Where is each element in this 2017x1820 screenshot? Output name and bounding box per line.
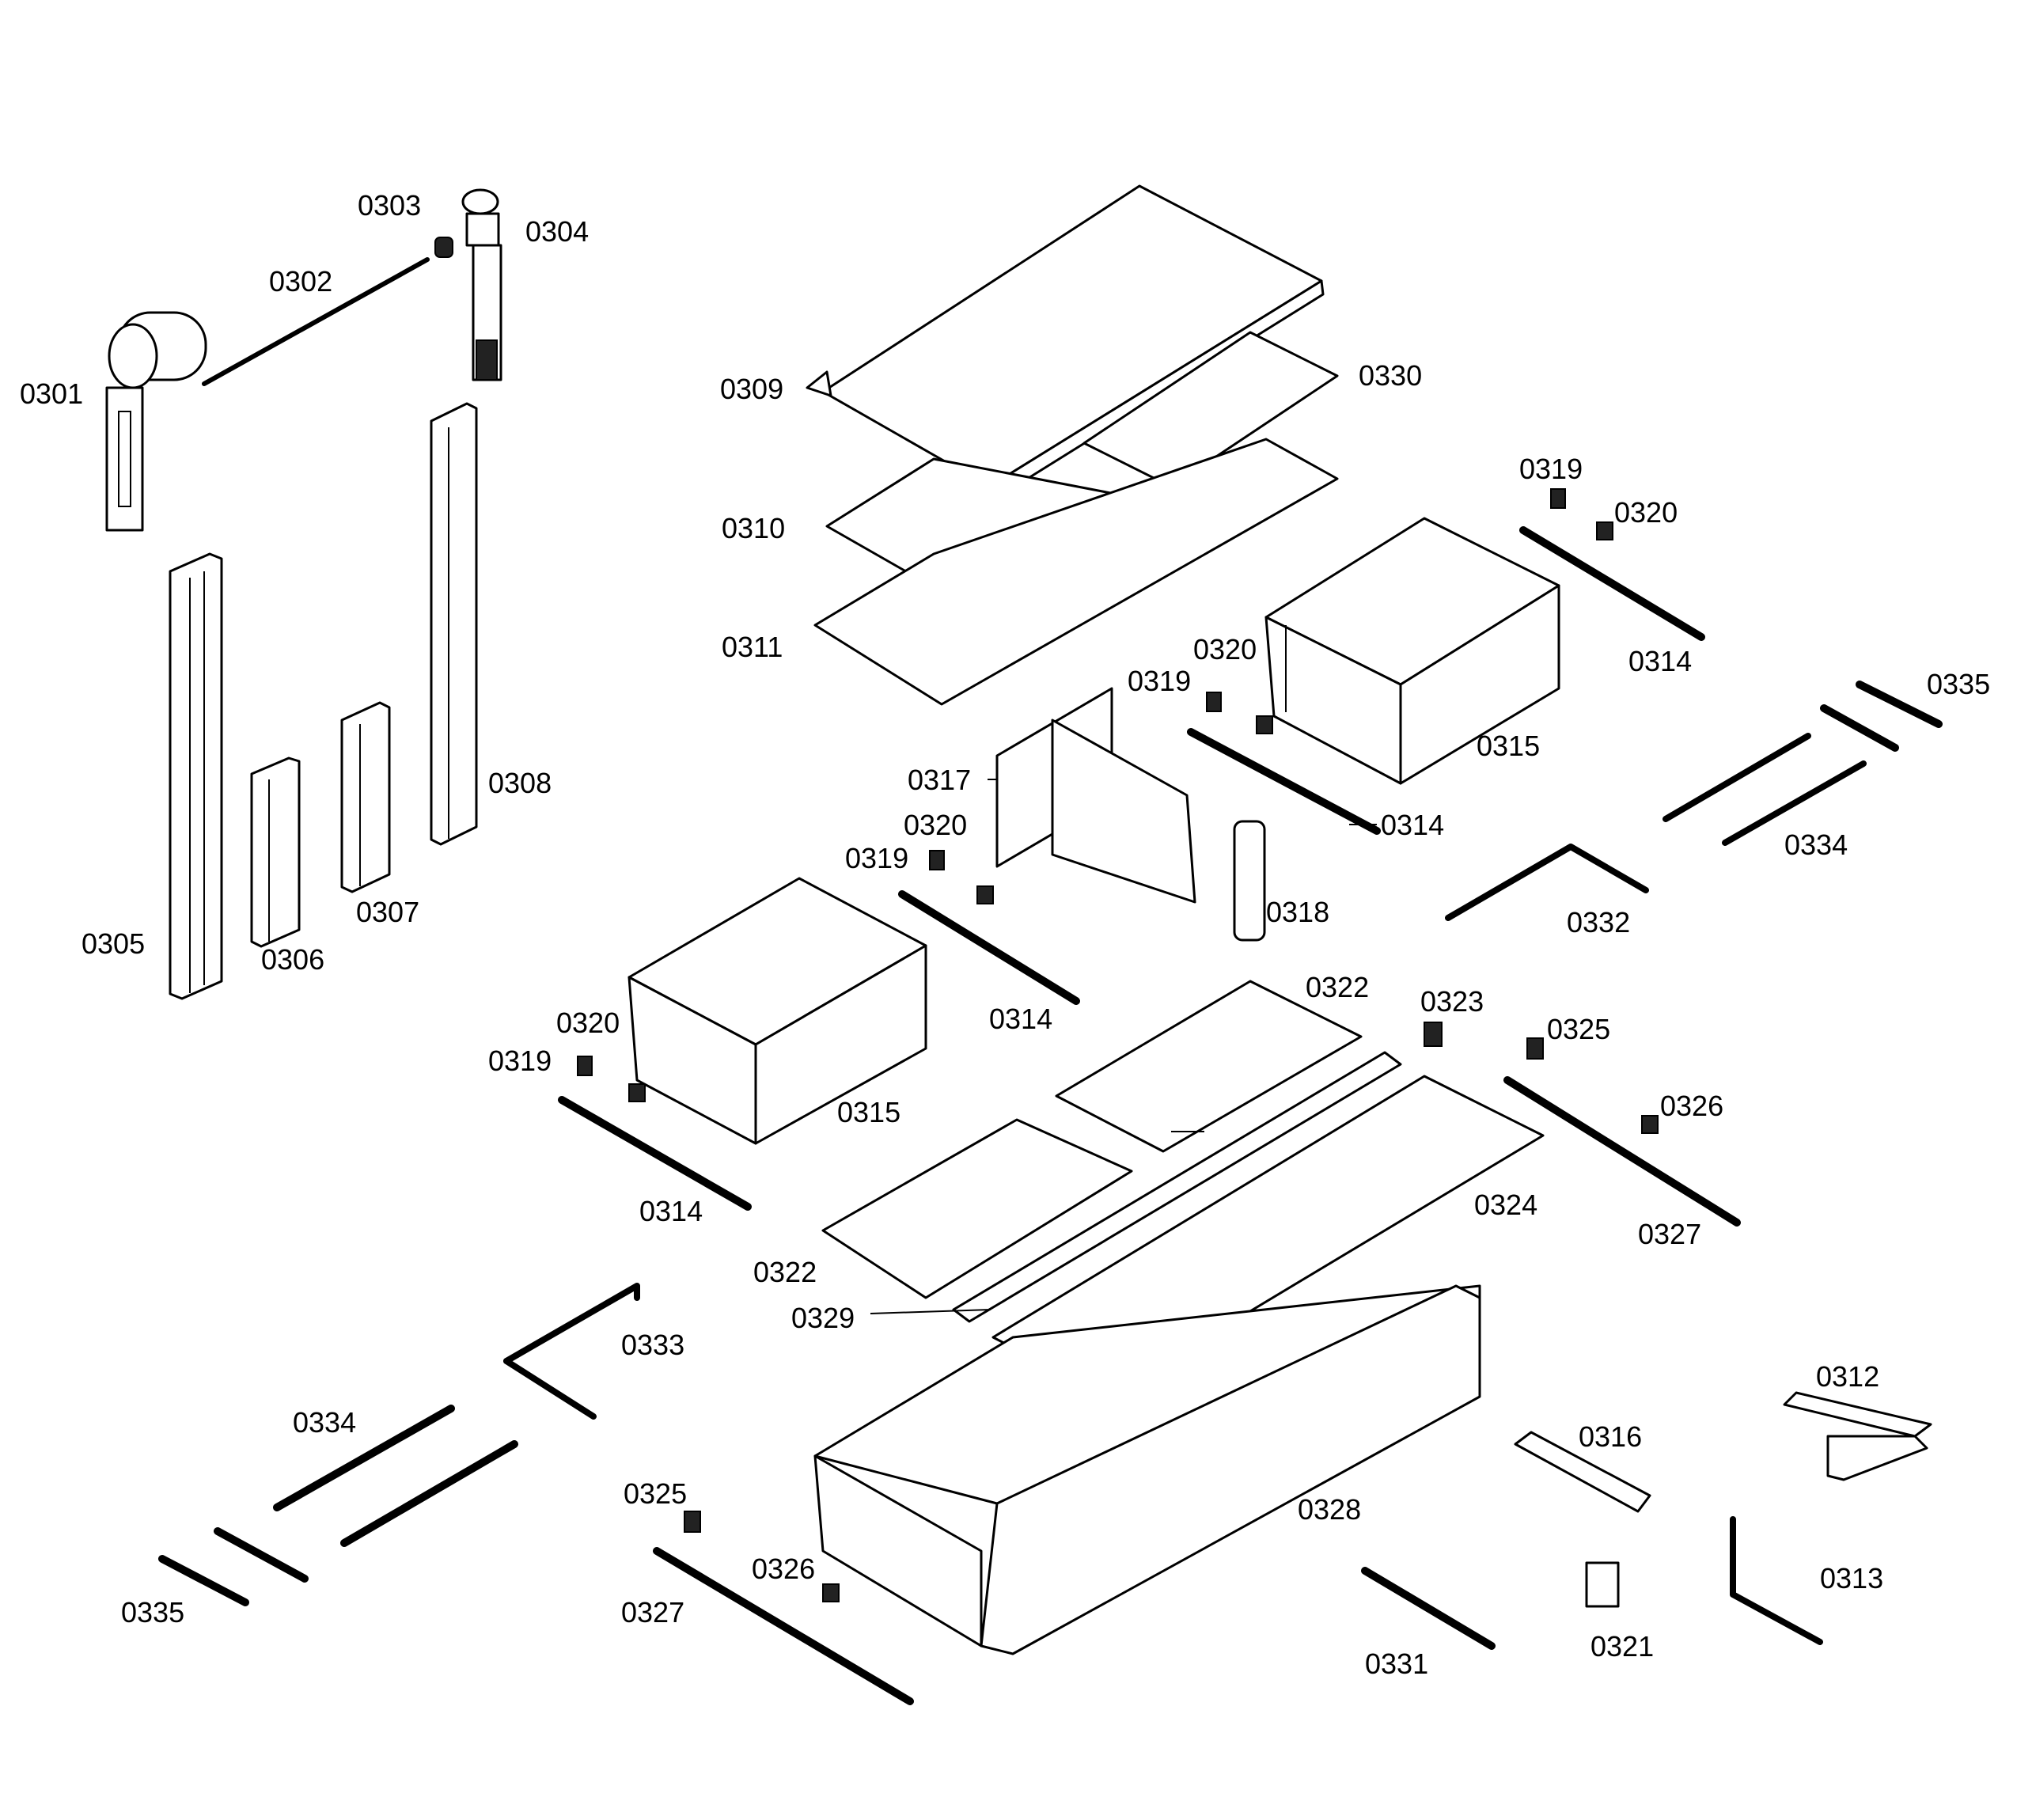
label-0319-b: 0319 <box>1128 665 1191 697</box>
part-0329-divider-rail <box>952 1051 1402 1323</box>
label-0303: 0303 <box>358 189 421 222</box>
part-0311-shelf <box>813 438 1339 706</box>
label-0309: 0309 <box>720 373 783 405</box>
label-0320-b: 0320 <box>1193 633 1257 665</box>
label-0325-right: 0325 <box>1547 1013 1610 1045</box>
label-0307: 0307 <box>356 896 419 928</box>
label-0326-right: 0326 <box>1660 1090 1723 1122</box>
label-0333: 0333 <box>621 1329 684 1361</box>
label-0327-left: 0327 <box>621 1596 684 1629</box>
part-0317-divider-panel <box>995 687 1196 904</box>
label-0301: 0301 <box>20 377 83 410</box>
label-0331: 0331 <box>1365 1647 1428 1680</box>
part-0318-block <box>1233 820 1266 942</box>
part-0334-0335-bars-left <box>158 1405 518 1606</box>
label-0332: 0332 <box>1567 906 1630 938</box>
part-0316-plate <box>1514 1431 1651 1513</box>
label-0321: 0321 <box>1590 1630 1654 1663</box>
label-0335-right: 0335 <box>1927 668 1990 700</box>
label-0313: 0313 <box>1820 1562 1883 1594</box>
label-0324: 0324 <box>1474 1189 1537 1221</box>
label-0304: 0304 <box>525 215 589 248</box>
part-0332-bracket <box>1445 844 1649 921</box>
label-0334-left: 0334 <box>293 1406 356 1439</box>
part-0314-slides <box>558 526 1705 1211</box>
label-0319-a: 0319 <box>1519 453 1583 485</box>
part-0308-tall-rail <box>430 402 478 846</box>
label-0319-d: 0319 <box>488 1045 552 1077</box>
label-0322-b: 0322 <box>753 1256 817 1288</box>
label-0308: 0308 <box>488 767 552 799</box>
label-0323: 0323 <box>1420 985 1484 1018</box>
label-0319-c: 0319 <box>845 842 908 874</box>
label-0314-d: 0314 <box>639 1195 703 1227</box>
part-0301-cylinder-bracket <box>105 311 207 532</box>
part-0331-bar <box>1361 1567 1496 1650</box>
part-0327-slide-right <box>1503 1076 1741 1227</box>
label-0334-right: 0334 <box>1784 828 1848 861</box>
label-0329: 0329 <box>791 1302 855 1334</box>
part-0315-lower-drawer <box>627 877 927 1145</box>
part-0321-clip <box>1585 1561 1620 1608</box>
part-0330-glass-shelf <box>1082 331 1339 488</box>
label-0311: 0311 <box>722 631 783 663</box>
label-0315-b: 0315 <box>837 1096 900 1128</box>
part-0327-slide-left <box>653 1547 914 1705</box>
label-0305: 0305 <box>82 927 145 960</box>
label-0335-left: 0335 <box>121 1596 184 1629</box>
label-0317: 0317 <box>908 764 971 796</box>
label-0322-a: 0322 <box>1306 971 1369 1003</box>
leader-lines <box>870 779 1377 1314</box>
label-0314-b: 0314 <box>1381 809 1444 841</box>
label-0327-right: 0327 <box>1638 1218 1701 1250</box>
part-0313-bracket <box>1730 1516 1823 1645</box>
label-0312: 0312 <box>1816 1360 1879 1393</box>
part-0312-bracket <box>1783 1391 1932 1481</box>
part-0322-cover-upper <box>1055 980 1363 1153</box>
label-0314-a: 0314 <box>1628 645 1692 677</box>
part-0307-short-rail <box>340 701 391 893</box>
label-0328: 0328 <box>1298 1493 1361 1526</box>
label-0318: 0318 <box>1266 896 1329 928</box>
label-0326-left: 0326 <box>752 1553 815 1585</box>
label-0315-a: 0315 <box>1477 730 1540 762</box>
label-0306: 0306 <box>261 943 324 976</box>
part-0315-upper-drawer <box>1264 517 1560 785</box>
label-0325-left: 0325 <box>624 1477 687 1510</box>
part-0333-bracket <box>503 1283 640 1420</box>
label-0314-c: 0314 <box>989 1003 1052 1035</box>
part-0335-0334-bars-right <box>1663 681 1943 846</box>
label-0330: 0330 <box>1359 359 1422 392</box>
part-0325-clip-right <box>1526 1037 1544 1060</box>
part-0305-long-rail <box>169 552 223 1000</box>
part-0306-short-rail <box>250 756 301 948</box>
part-0322-cover-lower <box>821 1118 1133 1299</box>
part-0309-glass-shelf <box>806 184 1325 502</box>
part-0326-clip-right <box>1641 1115 1659 1134</box>
label-0320-c: 0320 <box>904 809 967 841</box>
label-0310: 0310 <box>722 512 785 544</box>
part-0303-connector <box>434 237 453 258</box>
part-0328-large-drawer <box>813 1284 1481 1655</box>
label-0320-d: 0320 <box>556 1007 620 1039</box>
label-0320-a: 0320 <box>1614 496 1678 529</box>
part-0326-clip-left <box>822 1583 840 1602</box>
label-0302: 0302 <box>269 265 332 298</box>
label-0316: 0316 <box>1579 1420 1642 1453</box>
part-0323-clip <box>1424 1022 1443 1047</box>
part-0302-rod <box>202 257 430 386</box>
part-labels: 0301 0302 0303 0304 0305 0306 0307 0308 … <box>20 189 1990 1680</box>
part-0325-clip-left <box>684 1511 701 1533</box>
part-0319-0320-clips <box>577 488 1613 1102</box>
part-0304-knob-rail <box>461 188 502 381</box>
